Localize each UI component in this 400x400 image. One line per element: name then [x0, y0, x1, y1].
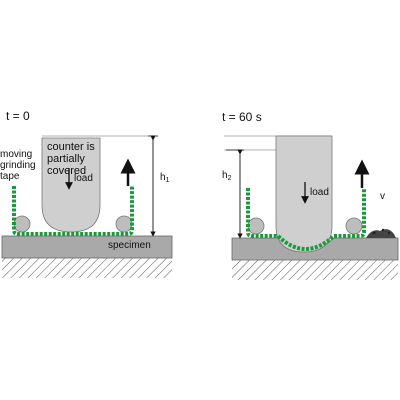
h1-label: h1	[160, 172, 170, 184]
counter-label-line2: partially	[47, 153, 85, 165]
specimen-label: specimen	[108, 240, 151, 251]
h2-label: h2	[222, 170, 232, 182]
left-panel: t = 0 specimen counter is partially cove…	[0, 109, 173, 278]
counter-label-line1: counter is	[47, 141, 95, 153]
right-panel: t = 60 s load v h2	[222, 110, 399, 280]
right-roller-1	[247, 217, 265, 235]
left-time-label: t = 0	[6, 109, 30, 123]
tape-label-line1: moving	[0, 149, 32, 160]
tape-label-line3: tape	[0, 171, 20, 182]
right-grinding-tape	[246, 188, 366, 251]
tape-label-line2: grinding	[0, 160, 36, 171]
counter-label-line3: covered	[47, 165, 86, 177]
left-grinding-tape	[12, 186, 134, 236]
left-load-label: load	[74, 173, 93, 184]
right-time-label: t = 60 s	[222, 110, 262, 124]
right-roller-2	[345, 217, 363, 235]
right-ground-hatch	[232, 260, 398, 280]
velocity-label: v	[380, 191, 385, 202]
right-load-label: load	[310, 187, 329, 198]
left-roller-1	[13, 215, 31, 233]
left-roller-2	[115, 215, 133, 233]
wear-debris	[366, 228, 396, 238]
left-ground-hatch	[2, 258, 172, 278]
